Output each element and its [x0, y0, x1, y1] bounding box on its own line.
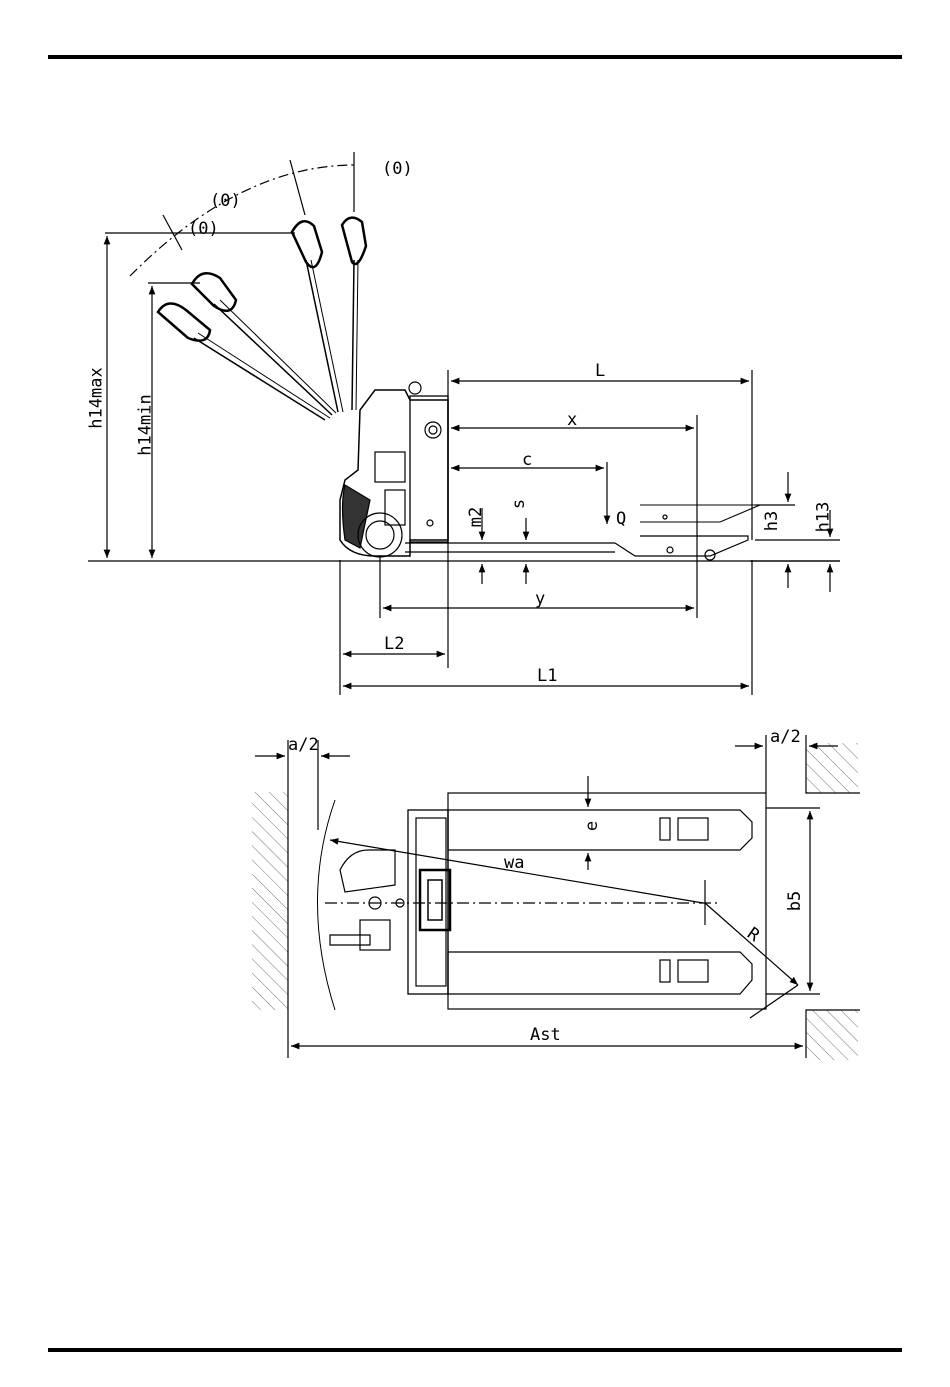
Ast-label: Ast	[530, 1025, 561, 1045]
right-wall-top	[806, 743, 858, 793]
b5-label: b5	[785, 891, 805, 911]
tiller-handle-tilted-1	[292, 221, 343, 412]
L2-label: L2	[384, 634, 404, 654]
a2-right-label: a/2	[770, 727, 801, 747]
h3-label: h3	[762, 511, 782, 531]
angle-label-top-left: (0)	[210, 191, 241, 211]
h14max-label: h14max	[87, 367, 107, 428]
y-label: y	[535, 589, 545, 609]
m2-label: m2	[466, 507, 486, 527]
R-label: R	[743, 924, 763, 947]
Q-label: Q	[616, 509, 626, 529]
top-view	[252, 735, 860, 1060]
fork-side	[405, 505, 760, 560]
L1-label: L1	[537, 666, 557, 686]
c-label: c	[522, 450, 532, 470]
tiller-handle-vertical	[342, 218, 366, 410]
turning-arc	[318, 800, 336, 1010]
angle-label-top-right: (0)	[382, 159, 413, 179]
h14min-label: h14min	[136, 394, 156, 455]
left-wall	[252, 792, 288, 1010]
fork-top-lower	[448, 952, 752, 994]
tiller-handle-tilted-2	[192, 273, 336, 415]
h13-label: h13	[813, 502, 833, 533]
right-wall-bottom	[806, 1010, 858, 1060]
x-label: x	[567, 410, 577, 430]
e-label: e	[582, 821, 602, 831]
drive-unit	[330, 850, 450, 950]
s-label: s	[509, 499, 529, 509]
wa-label: wa	[504, 853, 524, 873]
tiller-arc	[130, 165, 355, 276]
L-label: L	[595, 361, 605, 381]
tiller-handle-tilted-3	[158, 303, 330, 420]
a2-left-label: a/2	[288, 735, 319, 755]
angle-label-mid: (0)	[188, 219, 219, 239]
